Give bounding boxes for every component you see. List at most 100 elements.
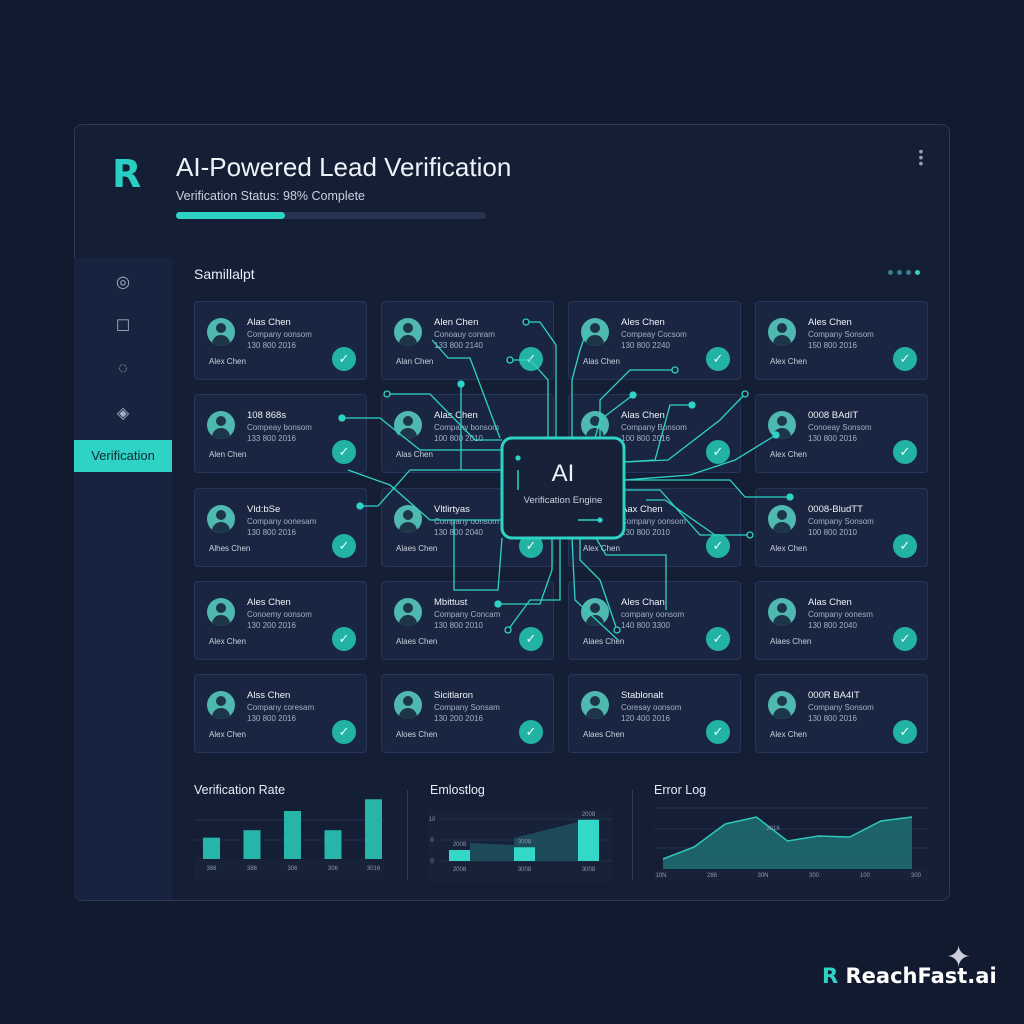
- verified-check-icon[interactable]: ✓: [519, 720, 543, 745]
- x-tick-label: 306: [328, 866, 339, 872]
- lead-phone: 130 800 2016: [808, 714, 857, 724]
- x-tick-label: 300: [809, 873, 820, 879]
- lead-phone: 130 800 2016: [808, 434, 857, 444]
- circuit-nodes: [338, 380, 794, 608]
- lead-phone: 130 200 2016: [247, 620, 296, 630]
- bar: [449, 850, 470, 861]
- app-logo: R: [112, 152, 142, 196]
- divider: [407, 790, 408, 880]
- lead-card[interactable]: Alss Chen Company coresam 130 800 2016 A…: [194, 674, 367, 754]
- progress-fill: [176, 212, 285, 219]
- lead-card[interactable]: 0008-BludTT Company Sonsom 100 800 2010 …: [755, 487, 928, 567]
- y-tick-label: 0: [430, 859, 434, 865]
- lead-card[interactable]: 108 868s Compeay bonsom 133 800 2016 Ale…: [194, 394, 367, 474]
- verified-check-icon[interactable]: ✓: [893, 626, 917, 651]
- avatar-icon: [394, 318, 422, 346]
- verified-check-icon[interactable]: ✓: [332, 626, 356, 651]
- lead-card[interactable]: Stablonalt Coresay oonsom 120 400 2016 A…: [568, 674, 741, 754]
- brand-suffix: .ai: [967, 964, 997, 988]
- sidebar-item-verification[interactable]: Verification: [74, 440, 172, 472]
- lead-card[interactable]: Sicitlaron Company Sonsam 130 200 2016 A…: [381, 674, 554, 754]
- ai-engine-title: AI: [551, 460, 575, 487]
- lead-company: Company oonsom: [247, 330, 312, 339]
- lead-phone: 130 800 2010: [434, 620, 483, 630]
- lead-card[interactable]: Mbittust Company Concam 130 800 2010 Ala…: [381, 580, 554, 660]
- lead-name: Ales Chan: [621, 596, 665, 608]
- shield-icon[interactable]: ◈: [116, 405, 130, 422]
- area-fill: [470, 822, 578, 861]
- lead-card[interactable]: 000R BA4IT Company Sonsom 130 800 2016 A…: [755, 674, 928, 754]
- verification-status: Verification Status: 98% Complete: [176, 189, 365, 203]
- lead-phone: 100 800 2010: [434, 434, 483, 444]
- location-icon[interactable]: ◎: [116, 274, 130, 291]
- lead-company: Company bonsom: [434, 423, 499, 433]
- verified-check-icon[interactable]: ✓: [519, 347, 543, 371]
- bar: [284, 811, 301, 859]
- lead-phone: 133 800 2016: [247, 434, 296, 444]
- lead-company: Company coresam: [247, 703, 315, 713]
- verified-check-icon[interactable]: ✓: [893, 347, 917, 371]
- verified-check-icon[interactable]: ✓: [893, 440, 917, 465]
- lead-phone: 130 800 2010: [621, 527, 670, 537]
- data-label: 3008: [518, 839, 532, 845]
- x-tick-label: 300: [911, 873, 922, 879]
- lead-name: 0008 BAdIT: [808, 410, 859, 422]
- lead-phone: 130 800 2040: [434, 527, 483, 537]
- lead-name: Ales Chen: [808, 317, 852, 328]
- edit-icon[interactable]: ☐: [115, 318, 131, 335]
- lead-phone: 130 800 2040: [808, 620, 857, 630]
- lead-contact: Alex Chen: [209, 636, 246, 646]
- pagination-dots[interactable]: [888, 270, 920, 275]
- verified-check-icon[interactable]: ✓: [332, 440, 356, 465]
- lead-card[interactable]: Alen Chen Conoauy conram 133 800 2140 Al…: [381, 301, 554, 380]
- verified-check-icon[interactable]: ✓: [332, 347, 356, 371]
- avatar-icon: [768, 597, 796, 626]
- lead-card[interactable]: Alas Chen Company oonesm 130 800 2040 Al…: [755, 580, 928, 660]
- verified-check-icon[interactable]: ✓: [706, 533, 730, 558]
- lead-company: Company oonsom: [621, 516, 686, 526]
- verified-check-icon[interactable]: ✓: [706, 347, 730, 371]
- lead-contact: Alaes Chen: [396, 636, 438, 646]
- lead-card[interactable]: Ales Chen Compeay Cocsom 130 800 2240 Al…: [568, 301, 741, 380]
- lead-contact: Alex Chen: [770, 543, 807, 553]
- chart-title-error-log: Error Log: [654, 783, 707, 797]
- bar: [514, 847, 535, 861]
- lead-card[interactable]: Vld:bSe Company oonesam 130 800 2016 Alh…: [194, 487, 367, 567]
- lead-company: Company oonesm: [808, 609, 873, 619]
- lead-card[interactable]: Ales Chan company oonsom 140 800 3300 Al…: [568, 580, 741, 660]
- lead-card[interactable]: Ales Chen Conoemy oonsom 130 200 2016 Al…: [194, 580, 367, 660]
- verified-check-icon[interactable]: ✓: [893, 533, 917, 558]
- avatar-icon: [207, 691, 235, 720]
- verified-check-icon[interactable]: ✓: [706, 720, 730, 745]
- verified-check-icon[interactable]: ✓: [519, 626, 543, 651]
- lead-phone: 100 800 2016: [621, 434, 670, 444]
- verified-check-icon[interactable]: ✓: [706, 626, 730, 651]
- verified-check-icon[interactable]: ✓: [332, 720, 356, 745]
- lead-name: Alen Chen: [434, 317, 479, 328]
- lead-phone: 130 800 2016: [247, 527, 296, 537]
- verified-check-icon[interactable]: ✓: [332, 533, 356, 558]
- verified-check-icon[interactable]: ✓: [893, 720, 917, 745]
- lead-card[interactable]: Alas Chen Company oonsom 130 800 2016 Al…: [194, 301, 367, 380]
- lead-card[interactable]: 0008 BAdIT Conoeay Sonsom 130 800 2016 A…: [755, 394, 928, 474]
- divider: [632, 790, 633, 880]
- lead-card[interactable]: Ales Chen Company Sonsom 150 800 2016 Al…: [755, 301, 928, 380]
- section-title: Samillalpt: [194, 266, 255, 282]
- series-line: [662, 816, 913, 860]
- lead-contact: Alex Chen: [209, 730, 246, 740]
- bar: [203, 837, 220, 859]
- x-tick-label: 30N: [757, 873, 768, 879]
- lead-phone: 140 800 3300: [621, 620, 670, 630]
- more-options-icon[interactable]: •••: [918, 143, 924, 171]
- lead-contact: Aloes Chen: [396, 730, 438, 740]
- avatar-icon: [581, 691, 609, 720]
- verified-check-icon[interactable]: ✓: [706, 440, 730, 465]
- chart-title-emlostlog: Emlostlog: [430, 783, 485, 797]
- lead-name: Alas Chen: [434, 410, 478, 422]
- lead-company: Company Sonsom: [808, 516, 874, 526]
- avatar-icon: [394, 597, 422, 626]
- chat-icon[interactable]: ◌: [118, 360, 128, 377]
- x-tick-label: 388: [206, 866, 217, 872]
